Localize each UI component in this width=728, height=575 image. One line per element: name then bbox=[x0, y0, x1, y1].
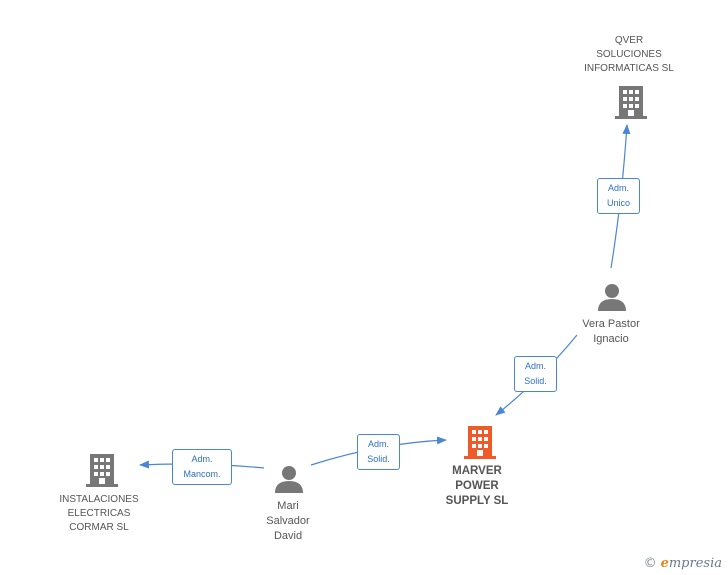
building-icon-main bbox=[464, 426, 496, 459]
node-label-mari[interactable]: Mari Salvador David bbox=[266, 500, 310, 542]
node-label-instalaciones[interactable]: INSTALACIONES ELECTRICAS CORMAR SL bbox=[59, 494, 139, 533]
node-label-vera[interactable]: Vera Pastor Ignacio bbox=[582, 318, 640, 345]
building-icon bbox=[86, 454, 118, 487]
edge-label-vera-marver: Adm. Solid. bbox=[514, 356, 557, 392]
brand-logo: ©empresia bbox=[644, 556, 722, 571]
brand-name: mpresia bbox=[668, 556, 722, 571]
node-label-marver[interactable]: MARVER POWER SUPPLY SL bbox=[445, 465, 509, 507]
edge-label-mari-marver: Adm. Solid. bbox=[357, 434, 400, 470]
person-icon bbox=[598, 284, 626, 311]
node-label-qver[interactable]: QVER SOLUCIONES INFORMATICAS SL bbox=[584, 35, 674, 74]
building-icon bbox=[615, 86, 647, 119]
brand-e: e bbox=[660, 556, 669, 571]
copyright-icon: © bbox=[643, 556, 657, 571]
edge-label-mari-instalaciones: Adm. Mancom. bbox=[172, 449, 232, 485]
edge-label-vera-qver: Adm. Unico bbox=[597, 178, 640, 214]
person-icon bbox=[275, 466, 303, 493]
